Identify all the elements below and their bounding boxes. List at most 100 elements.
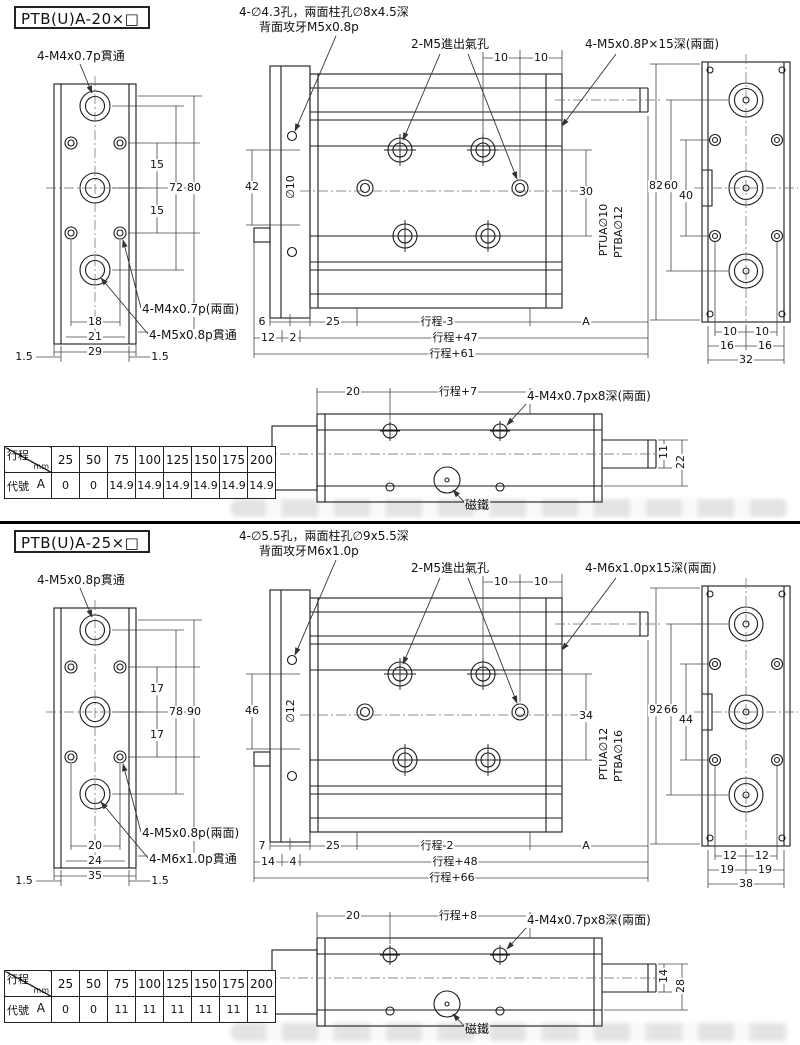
dim-a: A	[581, 839, 591, 853]
dim-side-offset-2: 28	[674, 978, 688, 994]
hole-cross-marks	[380, 134, 510, 441]
a-value-row: 代號 A 0 0 11 11 11 11 11 11	[4, 996, 276, 1023]
note-side-tap: 4-M6x1.0px15深(兩面)	[584, 561, 718, 576]
table-header-cell: 行程 mm	[4, 446, 52, 473]
a-value-cell: 11	[107, 996, 136, 1023]
dim-port-offset-1: 10	[493, 51, 509, 65]
dim-hole-offset: 25	[325, 839, 341, 853]
dim-edge-right: 1.5	[150, 874, 170, 888]
solid-geometry	[53, 61, 791, 503]
note-bottom-through-tap: 4-M5x0.8p貫通	[148, 328, 238, 343]
stroke-cell: 125	[163, 970, 192, 997]
a-value-row: 代號 A 0 0 14.9 14.9 14.9 14.9 14.9 14.9	[4, 472, 276, 499]
dim-edge-left: 1.5	[14, 874, 34, 888]
dim-guide-rod-diameter: ∅10	[284, 174, 298, 200]
cylinder-drawing-sheet: PTB(U)A-25×□ 4-∅5.5孔，兩面柱孔∅9x5.5深 背面攻牙M6x…	[0, 521, 800, 1045]
stroke-cell: 50	[79, 970, 108, 997]
code-a-label: A	[36, 1001, 45, 1015]
dim-stroke-minus: 行程-2	[419, 839, 455, 853]
stroke-cell: 175	[219, 970, 248, 997]
solid-geometry	[53, 585, 791, 1027]
dim-end-bore-span: 60	[663, 179, 679, 193]
dim-hole-pitch-lower: 17	[149, 728, 165, 742]
note-mount-hole-spec: 4-∅4.3孔，兩面柱孔∅8x4.5深	[238, 5, 410, 20]
stroke-cell: 100	[135, 446, 164, 473]
stroke-code-table: 行程 mm 25 50 75 100 125 150 175 200 代號 A …	[4, 970, 276, 1023]
dim-hole-row-pitch: 34	[578, 709, 594, 723]
stroke-cell: 25	[51, 446, 80, 473]
note-magnet: 磁鐵	[464, 1022, 491, 1037]
dim-cap-width: 14	[260, 855, 276, 869]
dim-overall-length: 行程+66	[428, 871, 476, 885]
dim-hole-span: 72	[168, 181, 184, 195]
centerlines	[46, 578, 798, 979]
dim-hole-pitch-upper: 15	[149, 158, 165, 172]
stroke-cell: 200	[247, 970, 276, 997]
a-value-cell: 14.9	[135, 472, 164, 499]
dim-mid-width: 24	[87, 854, 103, 868]
dim-side-offset-1: 14	[657, 968, 671, 984]
note-top-through-tap: 4-M4x0.7p貫通	[36, 49, 126, 64]
dim-end-height: 82	[648, 179, 664, 193]
a-value-cell: 0	[51, 472, 80, 499]
a-value-cell: 11	[135, 996, 164, 1023]
a-value-cell: 14.9	[191, 472, 220, 499]
a-value-cell: 11	[163, 996, 192, 1023]
stroke-cell: 150	[191, 970, 220, 997]
dimension-lines	[36, 574, 785, 1011]
dim-side-offset-2: 22	[674, 454, 688, 470]
centerlines	[46, 54, 798, 455]
dim-edge-right: 1.5	[150, 350, 170, 364]
a-value-cell: 0	[79, 472, 108, 499]
dim-cap-step: 7	[257, 839, 267, 853]
label-ptba-spec: PTBA∅16	[612, 728, 626, 784]
a-value-cell: 14.9	[219, 472, 248, 499]
note-bottom-tap: 4-M4x0.7px8深(兩面)	[526, 913, 652, 928]
code-header-label: 代號	[7, 480, 29, 493]
stroke-cell: 25	[51, 970, 80, 997]
note-bottom-tap: 4-M4x0.7px8深(兩面)	[526, 389, 652, 404]
model-title-box: PTB(U)A-25×□	[14, 530, 150, 553]
model-title: PTB(U)A-25×□	[21, 534, 140, 552]
dim-side-offset-1: 11	[657, 444, 671, 460]
note-air-ports: 2-M5進出氣孔	[410, 37, 490, 52]
note-magnet: 磁鐵	[464, 498, 491, 513]
dim-plate-height: 80	[186, 181, 202, 195]
dim-end-width: 32	[738, 353, 754, 367]
dimension-lines	[36, 50, 785, 487]
dim-port-offset-2: 10	[533, 51, 549, 65]
dim-stroke-plus-top: 行程+8	[437, 909, 479, 923]
dim-hole-cc-width: 20	[87, 839, 103, 853]
note-face-tap: 4-M5x0.8p(兩面)	[141, 826, 241, 841]
dim-hole-pitch-upper: 17	[149, 682, 165, 696]
dim-end-pitch-right: 10	[754, 325, 770, 339]
watermark	[230, 1023, 790, 1041]
dim-end-pitch-left: 12	[722, 849, 738, 863]
note-back-tap-spec: 背面攻牙M6x1.0p	[258, 544, 360, 559]
watermark	[230, 499, 790, 517]
stroke-cell: 100	[135, 970, 164, 997]
dim-plate-width: 29	[87, 345, 103, 359]
stroke-row: 行程 mm 25 50 75 100 125 150 175 200	[4, 446, 276, 473]
a-value-cell: 14.9	[163, 472, 192, 499]
dim-plate-height: 90	[186, 705, 202, 719]
a-value-cell: 14.9	[107, 472, 136, 499]
unit-label: mm	[33, 986, 49, 995]
note-bottom-through-tap: 4-M6x1.0p貫通	[148, 852, 238, 867]
dim-guide-rod-diameter: ∅12	[284, 698, 298, 724]
leader-lines	[79, 35, 617, 505]
dim-hole-cc-width: 18	[87, 315, 103, 329]
a-value-cell: 11	[247, 996, 276, 1023]
code-a-label: A	[36, 477, 45, 491]
dim-a: A	[581, 315, 591, 329]
stroke-header-label: 行程	[7, 973, 29, 986]
stroke-header-label: 行程	[7, 449, 29, 462]
dim-stroke-minus: 行程-3	[419, 315, 455, 329]
a-value-cell: 14.9	[247, 472, 276, 499]
stroke-cell: 150	[191, 446, 220, 473]
stroke-cell: 50	[79, 446, 108, 473]
dim-cap-width: 12	[260, 331, 276, 345]
a-value-cell: 0	[51, 996, 80, 1023]
unit-label: mm	[33, 462, 49, 471]
